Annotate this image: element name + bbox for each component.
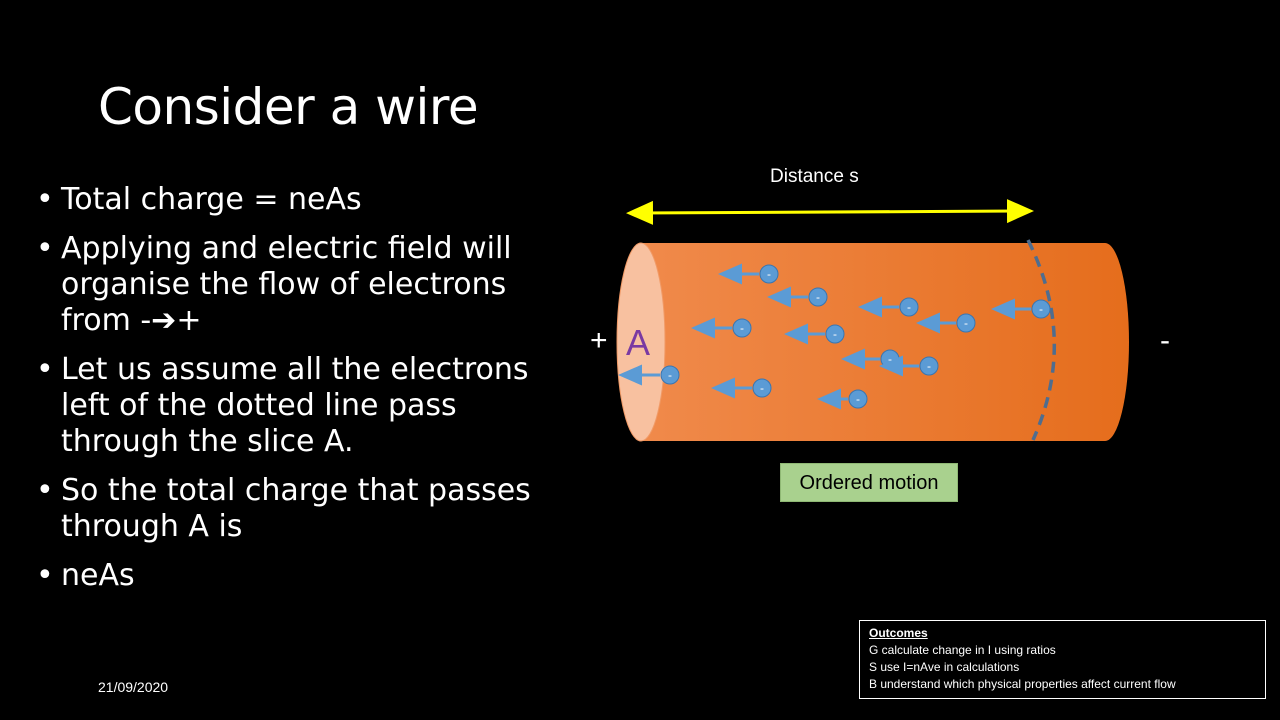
electron <box>660 365 680 385</box>
electron-sign: - <box>668 368 672 382</box>
outcome-item: B understand which physical properties a… <box>869 677 1176 691</box>
outcomes-heading: Outcomes <box>869 626 928 640</box>
outcomes-box: Outcomes G calculate change in I using r… <box>859 620 1266 699</box>
electron-sign: - <box>833 327 837 341</box>
electron-sign: - <box>760 381 764 395</box>
bullet-marker: • <box>36 352 54 387</box>
electron-sign: - <box>767 267 771 281</box>
slice-label: A <box>626 322 651 363</box>
bullet-marker: • <box>36 558 54 593</box>
bullet-marker: • <box>36 231 54 266</box>
electron <box>808 287 828 307</box>
bullet-item: •Total charge = neAs <box>36 182 536 218</box>
electron-sign: - <box>907 300 911 314</box>
slide-title: Consider a wire <box>98 78 479 136</box>
electron-sign: - <box>740 321 744 335</box>
bullet-list: •Total charge = neAs •Applying and elect… <box>36 182 536 607</box>
bullet-marker: • <box>36 473 54 508</box>
electron-sign: - <box>964 316 968 330</box>
bullet-text: Total charge = neAs <box>61 182 362 217</box>
slide-date: 21/09/2020 <box>98 679 169 695</box>
bullet-text: Applying and electric field will organis… <box>61 231 512 338</box>
bullet-text: neAs <box>61 558 135 593</box>
electron <box>956 313 976 333</box>
bullet-item: •So the total charge that passes through… <box>36 473 536 545</box>
outcome-item: G calculate change in I using ratios <box>869 643 1056 657</box>
electron <box>825 324 845 344</box>
minus-sign: - <box>1160 324 1170 357</box>
electron <box>919 356 939 376</box>
wire-body <box>641 243 1129 441</box>
bullet-item: •neAs <box>36 558 536 594</box>
electron <box>759 264 779 284</box>
dotted-line <box>1026 239 1057 441</box>
outcome-item: S use I=nAve in calculations <box>869 660 1020 674</box>
electron-sign: - <box>888 352 892 366</box>
electron-sign: - <box>1039 302 1043 316</box>
electron-sign: - <box>816 290 820 304</box>
electron-sign: - <box>927 359 931 373</box>
bullet-item: •Let us assume all the electrons left of… <box>36 352 536 460</box>
electrons: - - - - - - - - - - - - <box>618 263 1051 410</box>
plus-sign: + <box>590 324 608 357</box>
slice-a <box>616 242 666 442</box>
electron <box>1031 299 1051 319</box>
electron-sign: - <box>856 392 860 406</box>
bullet-marker: • <box>36 182 54 217</box>
bullet-item: •Applying and electric field will organi… <box>36 231 536 339</box>
distance-arrow <box>626 199 1034 225</box>
bullet-text: Let us assume all the electrons left of … <box>61 352 529 459</box>
electron <box>732 318 752 338</box>
electron <box>899 297 919 317</box>
electron <box>848 389 868 409</box>
distance-label: Distance s <box>770 166 859 187</box>
ordered-motion-label: Ordered motion <box>780 463 958 502</box>
bullet-text: So the total charge that passes through … <box>61 473 531 544</box>
electron <box>752 378 772 398</box>
